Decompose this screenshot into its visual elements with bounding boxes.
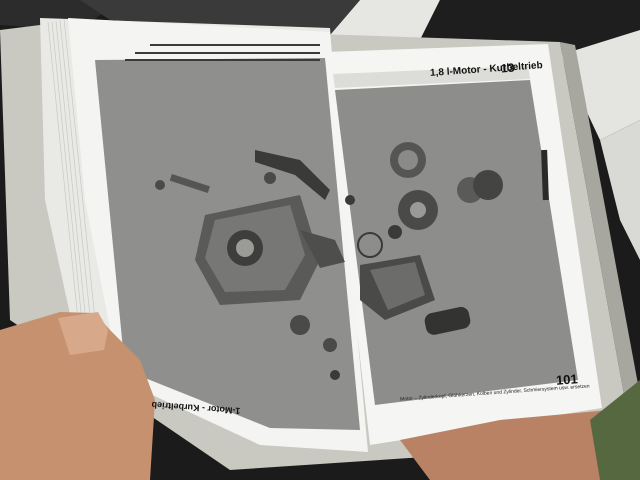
left-thumb <box>58 312 108 355</box>
binder-edge-right <box>560 42 640 400</box>
right-page-marker: 13 <box>500 60 515 76</box>
engine-illustration-left <box>155 150 345 380</box>
page-edges <box>47 18 101 369</box>
binder-ridge <box>541 149 549 201</box>
sleeve <box>590 380 640 480</box>
right-header-band <box>333 66 530 88</box>
right-page-number: 101 <box>555 371 579 388</box>
engine-illustration-right <box>345 142 503 335</box>
left-hand <box>0 312 155 480</box>
left-text-lines <box>125 44 320 61</box>
right-hand <box>400 400 640 480</box>
